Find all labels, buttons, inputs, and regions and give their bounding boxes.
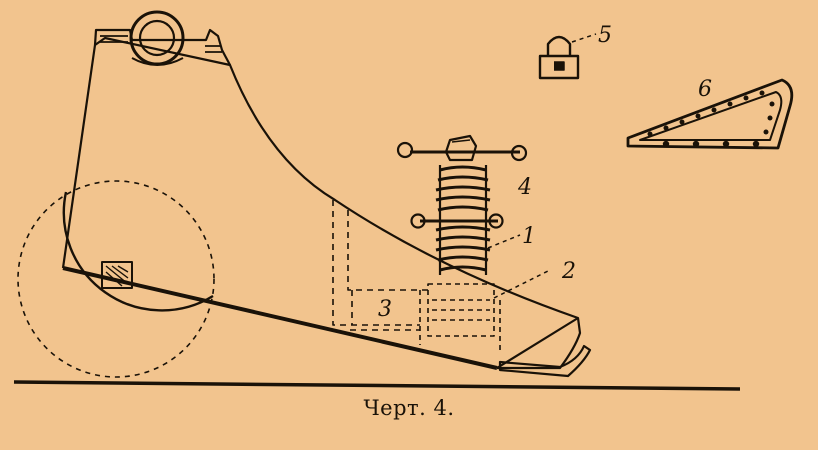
detail-6-triangular-plate	[626, 78, 794, 150]
label-3: 3	[378, 297, 392, 322]
screw-base-dashed	[419, 283, 501, 350]
label-2: 2	[561, 259, 576, 284]
label-6: 6	[698, 77, 712, 102]
detail-5-bracket	[538, 35, 580, 80]
axle-block	[101, 261, 133, 289]
carriage-body	[61, 28, 582, 370]
ground-line	[13, 380, 741, 391]
internal-frame-dashed	[332, 200, 430, 331]
label-1: 1	[522, 224, 536, 249]
label-5: 5	[598, 23, 612, 48]
trail-shoe	[498, 344, 592, 378]
wheel	[17, 180, 215, 378]
leader-lines	[487, 33, 597, 299]
label-4: 4	[517, 175, 532, 200]
figure-caption: Черт. 4.	[363, 396, 455, 420]
trunnion-ring	[129, 10, 185, 66]
elevating-screw	[396, 134, 528, 275]
